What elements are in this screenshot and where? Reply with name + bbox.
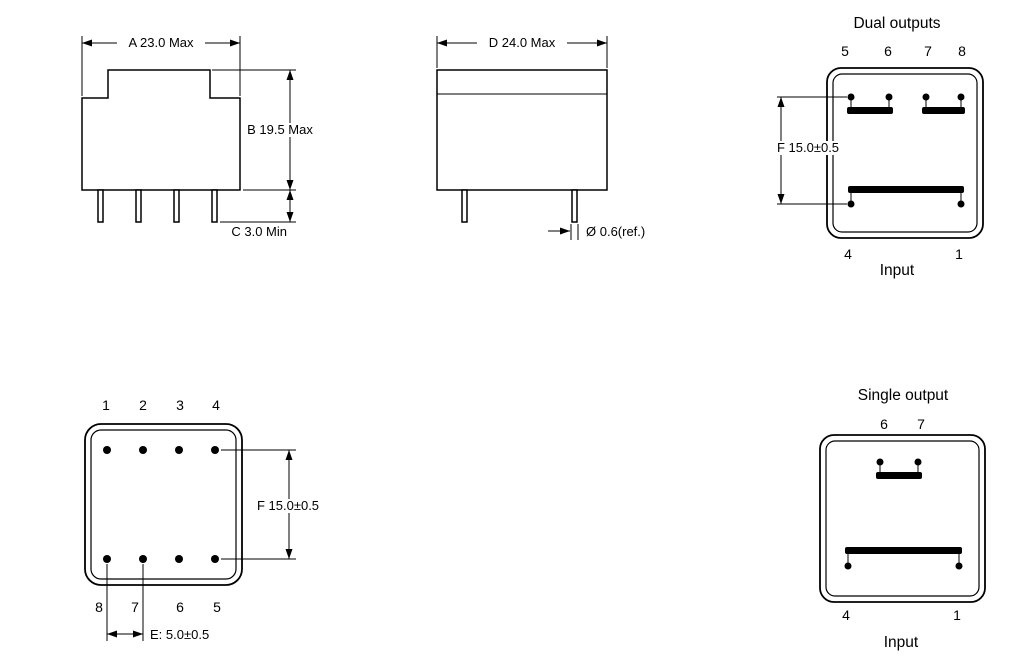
pin-number-7: 7 — [131, 599, 139, 615]
pin-number-7: 7 — [917, 416, 925, 432]
pin-pad — [139, 555, 147, 563]
dual-outputs-figure: Dual outputs 5 6 7 8 F 15.0±0.5 4 1 I — [771, 15, 984, 279]
winding-bar — [848, 186, 964, 193]
transformer-body-outline — [81, 69, 241, 191]
side-view-figure: D 24.0 Max Ø 0.6(ref.) — [436, 35, 645, 240]
pin-number-6: 6 — [884, 43, 892, 59]
dim-f-label: F 15.0±0.5 — [257, 498, 319, 513]
label-background — [251, 499, 325, 513]
pin-number-4: 4 — [842, 607, 850, 623]
pin-pad — [175, 446, 183, 454]
winding-dot — [844, 562, 852, 570]
pin-diameter-label: Ø 0.6(ref.) — [586, 224, 645, 239]
label-background — [117, 36, 205, 50]
pin-pad — [103, 555, 111, 563]
winding-dot — [957, 200, 965, 208]
front-view-figure: A 23.0 Max B 19.5 Max C 3.0 Min — [81, 35, 313, 239]
case-outline-outer — [819, 434, 986, 603]
winding-dot — [876, 458, 884, 466]
winding-dot — [885, 93, 893, 101]
winding-bar — [876, 472, 922, 479]
single-output-title: Single output — [858, 387, 949, 404]
pin-number-4: 4 — [212, 397, 220, 413]
dim-d-label: D 24.0 Max — [489, 35, 556, 50]
pin-pad — [211, 555, 219, 563]
case-outline-inner — [90, 429, 237, 580]
winding-dot — [922, 93, 930, 101]
pin — [571, 189, 578, 223]
input-label: Input — [884, 634, 919, 651]
pin-number-3: 3 — [176, 397, 184, 413]
winding-bar — [847, 107, 893, 114]
dim-e-label: E: 5.0±0.5 — [150, 627, 209, 642]
dual-outputs-title: Dual outputs — [853, 15, 940, 32]
case-outline-inner — [832, 73, 978, 233]
pin-number-1: 1 — [953, 607, 961, 623]
pin-number-7: 7 — [924, 43, 932, 59]
winding-dot — [914, 458, 922, 466]
dim-f-label: F 15.0±0.5 — [777, 140, 839, 155]
winding-dot — [847, 93, 855, 101]
transformer-body-outline — [436, 69, 608, 191]
input-label: Input — [880, 262, 915, 279]
pin-pad — [103, 446, 111, 454]
pin — [135, 189, 142, 223]
winding-dot — [955, 562, 963, 570]
winding-dot — [957, 93, 965, 101]
pin-pad — [139, 446, 147, 454]
pin — [173, 189, 180, 223]
case-outline-inner — [825, 440, 980, 597]
pin-number-6: 6 — [880, 416, 888, 432]
pin-number-2: 2 — [139, 397, 147, 413]
pin-pad — [211, 446, 219, 454]
pin — [211, 189, 218, 223]
pin — [97, 189, 104, 223]
pin-number-4: 4 — [844, 246, 852, 262]
bottom-view-figure: 1 2 3 4 8 7 6 5 F 15.0±0.5 E: 5.0±0.5 — [84, 397, 325, 642]
pin-number-1: 1 — [955, 246, 963, 262]
case-outline-outer — [84, 423, 243, 586]
label-background — [771, 141, 846, 155]
case-outline-outer — [826, 67, 984, 239]
label-background — [477, 36, 567, 50]
pin — [461, 189, 468, 223]
winding-bar — [845, 547, 962, 554]
dim-c-label: C 3.0 Min — [231, 224, 287, 239]
pin-number-5: 5 — [841, 43, 849, 59]
pin-number-8: 8 — [958, 43, 966, 59]
single-output-figure: Single output 6 7 4 1 Input — [819, 387, 986, 651]
pin-pad — [175, 555, 183, 563]
winding-bar — [922, 107, 965, 114]
pin-number-8: 8 — [95, 599, 103, 615]
pin-number-6: 6 — [176, 599, 184, 615]
pin-number-1: 1 — [102, 397, 110, 413]
winding-dot — [847, 200, 855, 208]
dim-b-label: B 19.5 Max — [247, 122, 313, 137]
label-background — [247, 123, 313, 137]
pin-number-5: 5 — [213, 599, 221, 615]
dim-a-label: A 23.0 Max — [128, 35, 194, 50]
